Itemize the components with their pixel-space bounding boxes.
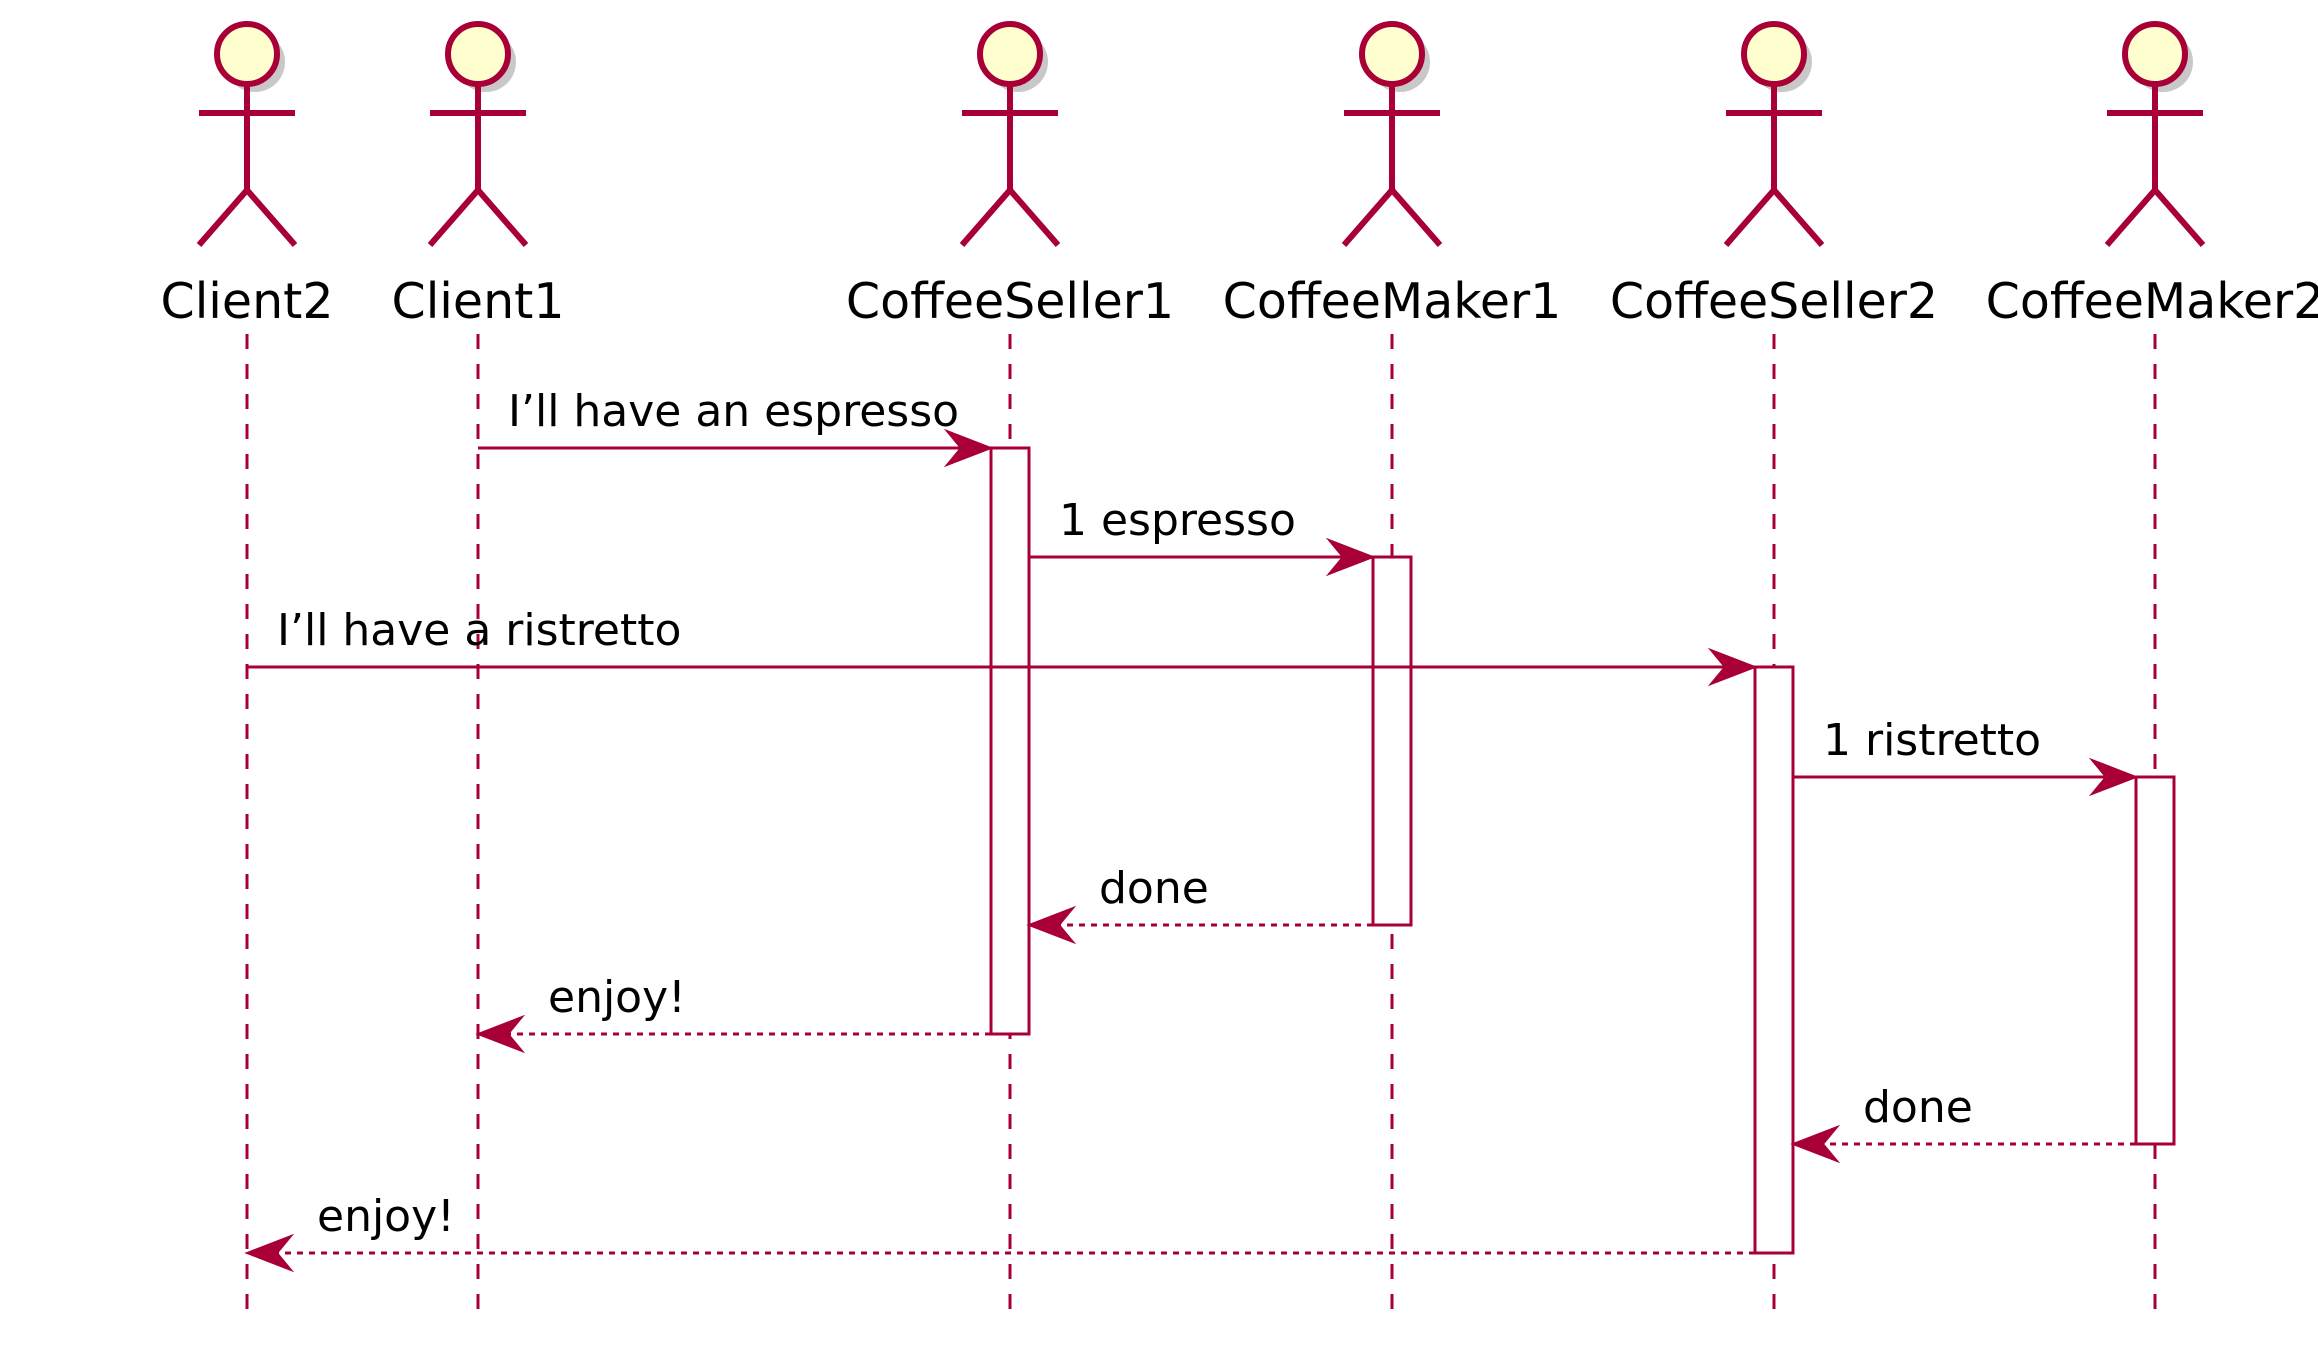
actor-name-seller1: CoffeeSeller1 <box>846 273 1174 330</box>
actor-maker1: CoffeeMaker1 <box>1223 21 1562 330</box>
message-label: 1 espresso <box>1059 495 1296 546</box>
actor-client2: Client2 <box>160 21 334 330</box>
message-3: I’ll have a ristretto <box>247 605 1758 687</box>
actor-seller1: CoffeeSeller1 <box>846 21 1174 330</box>
message-label: enjoy! <box>317 1191 455 1242</box>
actor-right-leg <box>2152 188 2206 247</box>
actor-name-maker1: CoffeeMaker1 <box>1223 273 1562 330</box>
actor-left-leg <box>196 188 250 247</box>
message-4: 1 ristretto <box>1793 715 2139 797</box>
message-5: done <box>1026 863 1373 945</box>
actor-head <box>1359 21 1425 87</box>
actor-name-seller2: CoffeeSeller2 <box>1610 273 1938 330</box>
actor-head <box>1741 21 1807 87</box>
lifelines <box>245 334 2157 1322</box>
actor-left-leg <box>1341 188 1395 247</box>
actor-right-leg <box>244 188 298 247</box>
message-label: I’ll have an espresso <box>508 386 959 437</box>
actor-name-maker2: CoffeeMaker2 <box>1986 273 2318 330</box>
actor-right-leg <box>1007 188 1061 247</box>
message-1: I’ll have an espresso <box>478 386 994 468</box>
arrowhead <box>1707 647 1758 687</box>
message-label: done <box>1099 863 1209 914</box>
arrowhead <box>2088 757 2139 797</box>
actor-left-leg <box>959 188 1013 247</box>
actor-right-leg <box>1389 188 1443 247</box>
message-6: enjoy! <box>475 972 991 1054</box>
actor-client1: Client1 <box>391 21 565 330</box>
activation-maker1 <box>1371 555 1413 927</box>
activation-seller2 <box>1753 665 1795 1255</box>
actor-head <box>977 21 1043 87</box>
actor-right-leg <box>1771 188 1825 247</box>
arrowhead <box>943 428 994 468</box>
arrowhead <box>1026 905 1077 945</box>
activation-bars <box>989 446 2176 1255</box>
actor-head <box>445 21 511 87</box>
actor-name-client2: Client2 <box>160 273 333 330</box>
actor-name-client1: Client1 <box>391 273 564 330</box>
activation-maker2 <box>2134 775 2176 1146</box>
actor-left-leg <box>1723 188 1777 247</box>
actor-seller2: CoffeeSeller2 <box>1610 21 1938 330</box>
actor-maker2: CoffeeMaker2 <box>1986 21 2318 330</box>
message-label: done <box>1863 1082 1973 1133</box>
actors: Client2 Client1 CoffeeSeller1 CoffeeMaker1 C… <box>160 21 2318 330</box>
message-2: 1 espresso <box>1029 495 1376 577</box>
actor-left-leg <box>427 188 481 247</box>
message-label: 1 ristretto <box>1823 715 2041 766</box>
arrowhead <box>244 1233 295 1273</box>
message-7: done <box>1790 1082 2136 1164</box>
activation-seller1 <box>989 446 1031 1036</box>
message-label: enjoy! <box>548 972 686 1023</box>
message-8: enjoy! <box>244 1191 1755 1273</box>
actor-head <box>214 21 280 87</box>
arrowhead <box>1790 1124 1841 1164</box>
message-label: I’ll have a ristretto <box>277 605 681 656</box>
arrowhead <box>475 1014 526 1054</box>
actor-left-leg <box>2104 188 2158 247</box>
arrowhead <box>1325 537 1376 577</box>
actor-head <box>2122 21 2188 87</box>
actor-right-leg <box>475 188 529 247</box>
